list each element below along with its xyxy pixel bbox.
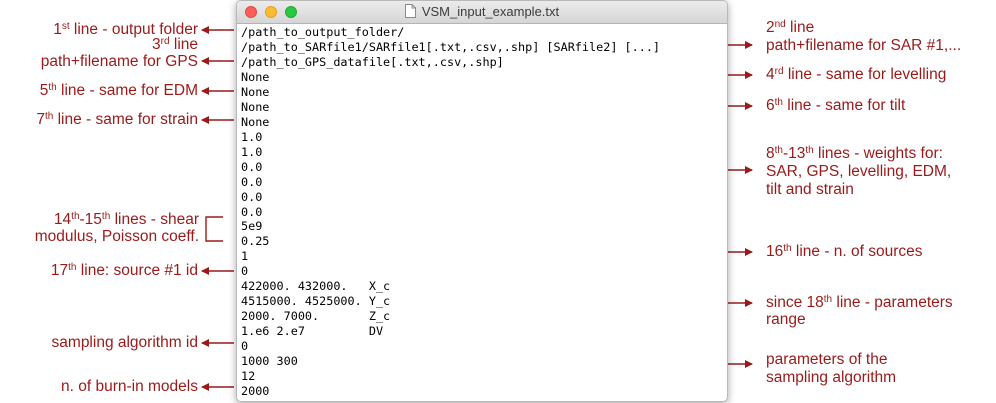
annotation-line-18-title: since 18th line - parameters xyxy=(766,294,953,311)
annotation-sampling-params-desc: sampling algorithm xyxy=(766,369,897,386)
file-line: 0.0 xyxy=(241,174,263,189)
window-title: VSM_input_example.txt xyxy=(237,4,727,19)
file-line: 5e9 xyxy=(241,219,263,234)
text-editor-window: VSM_input_example.txt /path_to_output_fo… xyxy=(236,0,728,402)
annotation-lines-14-15-title: 14th-15th lines - shear xyxy=(53,211,199,228)
file-line: 0 xyxy=(241,264,249,279)
file-line: 1 xyxy=(241,249,249,264)
file-line: 2000. 7000. Z_c xyxy=(241,309,391,324)
annotation-line-5: 5th line - same for EDM xyxy=(39,82,198,99)
file-line: 1.0 xyxy=(241,144,263,159)
annotation-line-3-title: 3rd line xyxy=(152,36,198,53)
file-line: None xyxy=(241,114,270,129)
file-line: 0.0 xyxy=(241,189,263,204)
file-line: /path_to_GPS_datafile[.txt,.csv,.shp] xyxy=(241,54,504,69)
annotation-line-2-title: 2nd line xyxy=(766,19,815,36)
file-line: 2000 xyxy=(241,384,270,399)
annotation-line-2-desc: path+filename for SAR #1,... xyxy=(766,37,962,54)
annotation-line-7: 7th line - same for strain xyxy=(36,111,198,128)
annotation-line-6: 6th line - same for tilt xyxy=(766,97,906,114)
annotation-line-16: 16th line - n. of sources xyxy=(766,243,923,260)
maximize-button[interactable] xyxy=(285,6,297,18)
text-content-area[interactable]: /path_to_output_folder//path_to_SARfile1… xyxy=(241,24,727,401)
file-line: 0.0 xyxy=(241,159,263,174)
file-line: 0.0 xyxy=(241,204,263,219)
window-title-text: VSM_input_example.txt xyxy=(421,4,560,19)
annotation-line-4: 4rd line - same for levelling xyxy=(766,66,947,83)
annotation-burn-in: n. of burn-in models xyxy=(61,378,198,395)
annotation-lines-8-13-title: 8th-13th lines - weights for: xyxy=(766,145,943,162)
file-line: 1.0 xyxy=(241,129,263,144)
file-line: /path_to_output_folder/ xyxy=(241,25,405,39)
file-line: 12 xyxy=(241,369,256,384)
minimize-button[interactable] xyxy=(265,6,277,18)
file-line: 4515000. 4525000. Y_c xyxy=(241,294,391,309)
annotation-lines-8-13-desc1: SAR, GPS, levelling, EDM, xyxy=(766,163,952,180)
annotation-line-3-desc: path+filename for GPS xyxy=(40,53,198,70)
file-line: 0.25 xyxy=(241,234,270,249)
close-button[interactable] xyxy=(245,6,257,18)
annotation-lines-8-13-desc2: tilt and strain xyxy=(766,181,854,198)
file-line: 0 xyxy=(241,339,249,354)
file-line: None xyxy=(241,69,270,84)
annotation-line-1: 1st line - output folder xyxy=(53,21,198,38)
file-line: 1.e6 2.e7 DV xyxy=(241,324,384,339)
document-icon xyxy=(404,4,416,18)
file-line: 422000. 432000. X_c xyxy=(241,279,391,294)
bracket-shear-poisson xyxy=(205,216,223,242)
file-line: None xyxy=(241,84,270,99)
annotation-sampling-id: sampling algorithm id xyxy=(51,334,198,351)
annotation-lines-14-15-desc: modulus, Poisson coeff. xyxy=(34,228,199,245)
annotation-line-17: 17th line: source #1 id xyxy=(50,262,198,279)
file-line: 1000 300 xyxy=(241,354,298,369)
annotation-sampling-params-title: parameters of the xyxy=(766,351,888,368)
annotation-line-18-desc: range xyxy=(766,311,806,328)
file-line: None xyxy=(241,99,270,114)
file-line: /path_to_SARfile1/SARfile1[.txt,.csv,.sh… xyxy=(241,39,661,54)
title-bar[interactable]: VSM_input_example.txt xyxy=(237,1,727,24)
